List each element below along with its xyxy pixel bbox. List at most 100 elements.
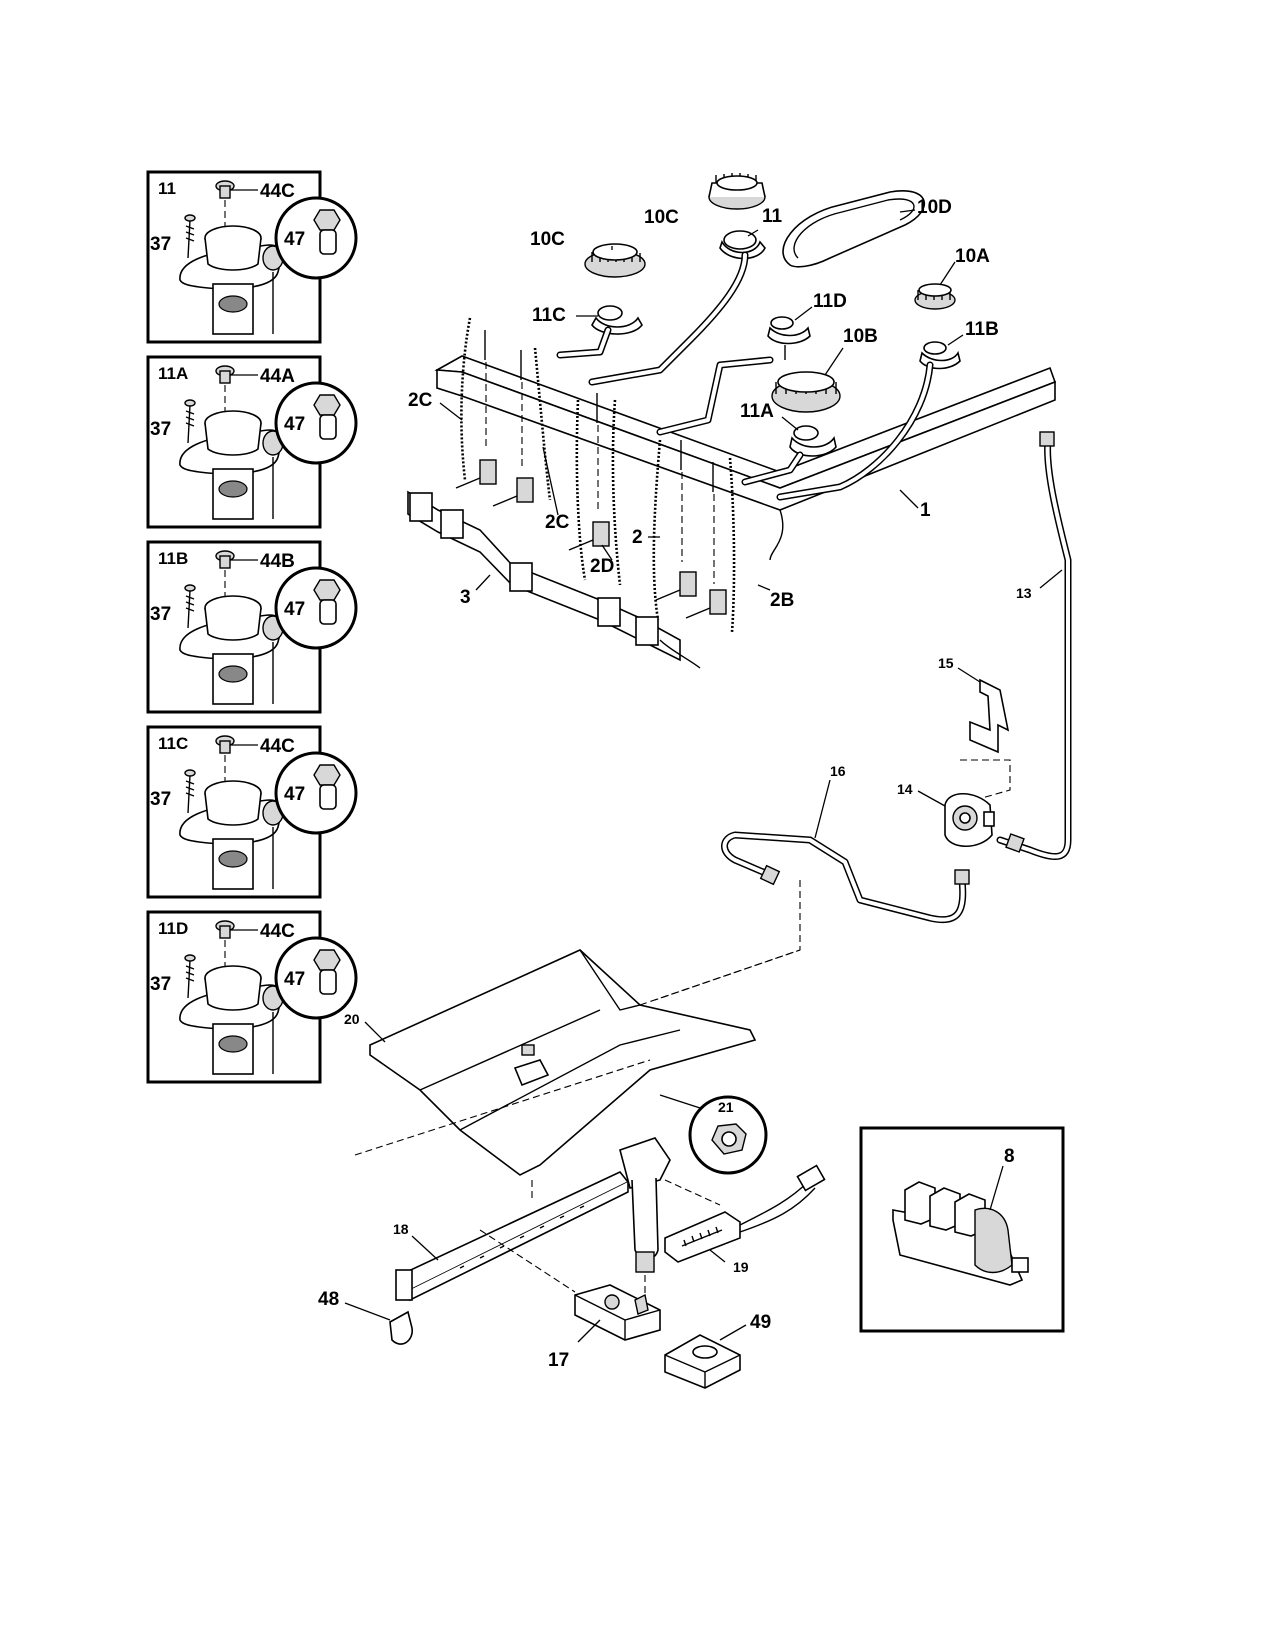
- cap-screw-icon: [215, 365, 235, 412]
- mounting-screws: [484, 330, 715, 584]
- electrode-wires: [460, 317, 736, 633]
- valves: [455, 459, 727, 619]
- igniter-19: [664, 1164, 826, 1263]
- burner-cap-10c-front: [584, 243, 646, 278]
- spark-module-detail-8: [859, 1126, 1065, 1333]
- oven-burner-air-shutter: [619, 1137, 671, 1305]
- cap-callout: 44C: [260, 736, 295, 757]
- callout-2c: 2C: [545, 512, 570, 533]
- screw-callout: 37: [150, 419, 171, 440]
- callout-3: 3: [460, 587, 471, 608]
- screw-callout: 37: [150, 789, 171, 810]
- cap-callout: 44C: [260, 181, 295, 202]
- bracket-48: [389, 1310, 413, 1345]
- orifice-detail-circle: 47: [274, 936, 358, 1020]
- callout-19: 19: [733, 1259, 749, 1275]
- callout-2: 2: [632, 527, 643, 548]
- cap-screw-icon: [215, 735, 235, 782]
- nut-icon: [513, 1044, 550, 1087]
- callout-2b: 2B: [770, 590, 794, 611]
- inset-burner-11: 11 44C 37 47: [146, 170, 358, 344]
- callout-10b: 10B: [843, 326, 878, 347]
- inset-label: 11A: [158, 364, 188, 383]
- bracket-15: [960, 678, 1011, 801]
- callout-14: 14: [897, 781, 913, 797]
- cap-callout: 44A: [260, 366, 295, 387]
- orifice-callout: 47: [284, 229, 305, 250]
- burner-head-11d: [767, 316, 811, 360]
- burner-head-icon: [179, 225, 284, 335]
- callout-20: 20: [344, 1011, 360, 1027]
- gas-line-13: [996, 431, 1072, 860]
- callout-1: 1: [920, 500, 931, 521]
- cap-screw-icon: [215, 550, 235, 597]
- orifice-callout: 47: [284, 414, 305, 435]
- spark-module-icon: [892, 1181, 1029, 1286]
- callout-10d: 10D: [917, 197, 952, 218]
- callout-48: 48: [318, 1289, 339, 1310]
- burner-head-11a: [789, 425, 837, 457]
- callout-11: 11: [762, 206, 783, 227]
- burner-head-icon: [179, 410, 284, 520]
- screw-callout: 37: [150, 604, 171, 625]
- callout-17: 17: [548, 1350, 569, 1371]
- callout-11c: 11C: [532, 305, 566, 326]
- callout-2d: 2D: [590, 556, 614, 577]
- burner-head-icon: [179, 780, 284, 890]
- callout-10c-front: 10C: [530, 229, 565, 250]
- callout-11b: 11B: [965, 319, 999, 340]
- burner-cap-10c-rear: [708, 173, 766, 210]
- callout-18: 18: [393, 1221, 409, 1237]
- griddle-cap-10d: [782, 190, 925, 268]
- callout-2c-left: 2C: [408, 390, 433, 411]
- screw-icon: [184, 214, 196, 259]
- cap-callout: 44B: [260, 551, 295, 572]
- orifice-detail-circle: 47: [274, 566, 358, 650]
- inset-label: 11C: [158, 734, 188, 753]
- callout-11a: 11A: [740, 401, 774, 422]
- callout-labels: 10C 11 10D 10C 10A 11C 11D 11B 10B 11A 2…: [318, 197, 1032, 1371]
- gas-line-16: [654, 831, 970, 1001]
- screw-icon: [184, 399, 196, 444]
- orifice-detail-circle: 47: [274, 381, 358, 465]
- callout-10c: 10C: [644, 207, 679, 228]
- hex-nut-detail-21: [659, 1094, 768, 1175]
- inset-burner-11c: 11C 44C 37 47: [146, 725, 358, 899]
- callout-15: 15: [938, 655, 954, 671]
- callout-13: 13: [1016, 585, 1032, 601]
- callout-21: 21: [718, 1099, 734, 1115]
- screw-callout: 37: [150, 974, 171, 995]
- orifice-detail-circle: 47: [274, 196, 358, 280]
- valve-bracket-3: [407, 490, 701, 669]
- callout-49: 49: [750, 1312, 771, 1333]
- inset-burner-11d: 11D 44C 37 47: [146, 910, 358, 1084]
- inset-label: 11B: [158, 549, 188, 568]
- inset-burner-11a: 11A 44A 37 47: [146, 355, 358, 529]
- cap-screw-icon: [215, 920, 235, 967]
- oven-burner-tube-18: [395, 1171, 630, 1302]
- burner-baffle-20: [354, 949, 801, 1176]
- burner-cap-10b: [771, 371, 841, 413]
- burner-cap-10a: [914, 283, 956, 310]
- orifice-callout: 47: [284, 969, 305, 990]
- burner-head-11c: [591, 305, 643, 335]
- burner-head-11b: [919, 341, 961, 370]
- screw-icon: [184, 769, 196, 814]
- screw-icon: [184, 584, 196, 629]
- gas-tubes: [556, 251, 934, 501]
- cap-callout: 44C: [260, 921, 295, 942]
- inset-burner-11b: 11B 44B 37 47: [146, 540, 358, 714]
- leader-lines: [344, 209, 1063, 1343]
- manifold-1: [434, 355, 1057, 561]
- orifice-callout: 47: [284, 784, 305, 805]
- heat-shield-49: [664, 1334, 741, 1389]
- callout-16: 16: [830, 763, 846, 779]
- cap-screw-icon: [215, 180, 235, 227]
- callout-11d: 11D: [813, 291, 847, 312]
- safety-valve-17: [479, 1229, 661, 1341]
- orifice-detail-circle: 47: [274, 751, 358, 835]
- callout-10a: 10A: [955, 246, 990, 267]
- callout-8: 8: [1004, 1146, 1015, 1167]
- inset-label: 11D: [158, 919, 188, 938]
